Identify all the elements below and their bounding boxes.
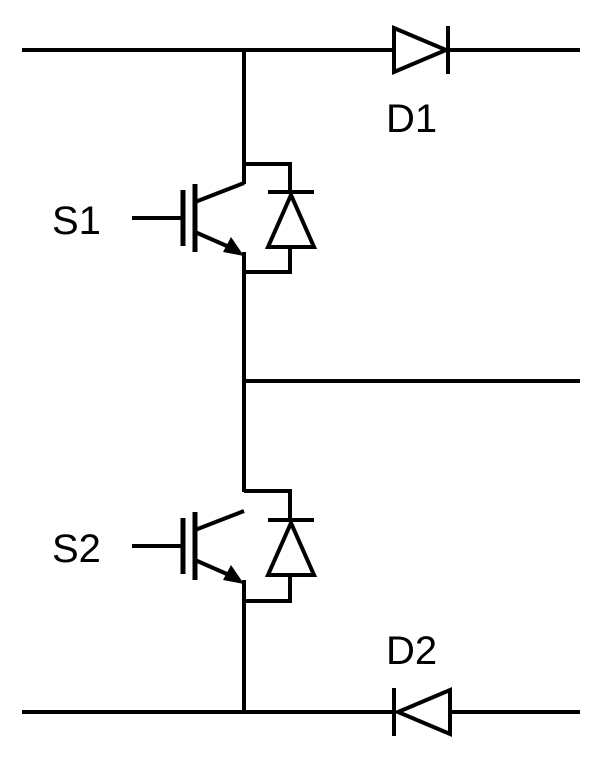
diode-d2 <box>392 686 452 738</box>
label-s1: S1 <box>52 199 101 243</box>
label-d1: D1 <box>386 97 437 141</box>
label-d2: D2 <box>386 629 437 673</box>
igbt-s2 <box>132 509 246 602</box>
diode-d1 <box>392 24 452 76</box>
antiparallel-diode-s1 <box>244 162 318 274</box>
antiparallel-diode-s2 <box>244 489 318 603</box>
label-s2: S2 <box>52 527 101 571</box>
igbt-s1 <box>132 181 246 274</box>
